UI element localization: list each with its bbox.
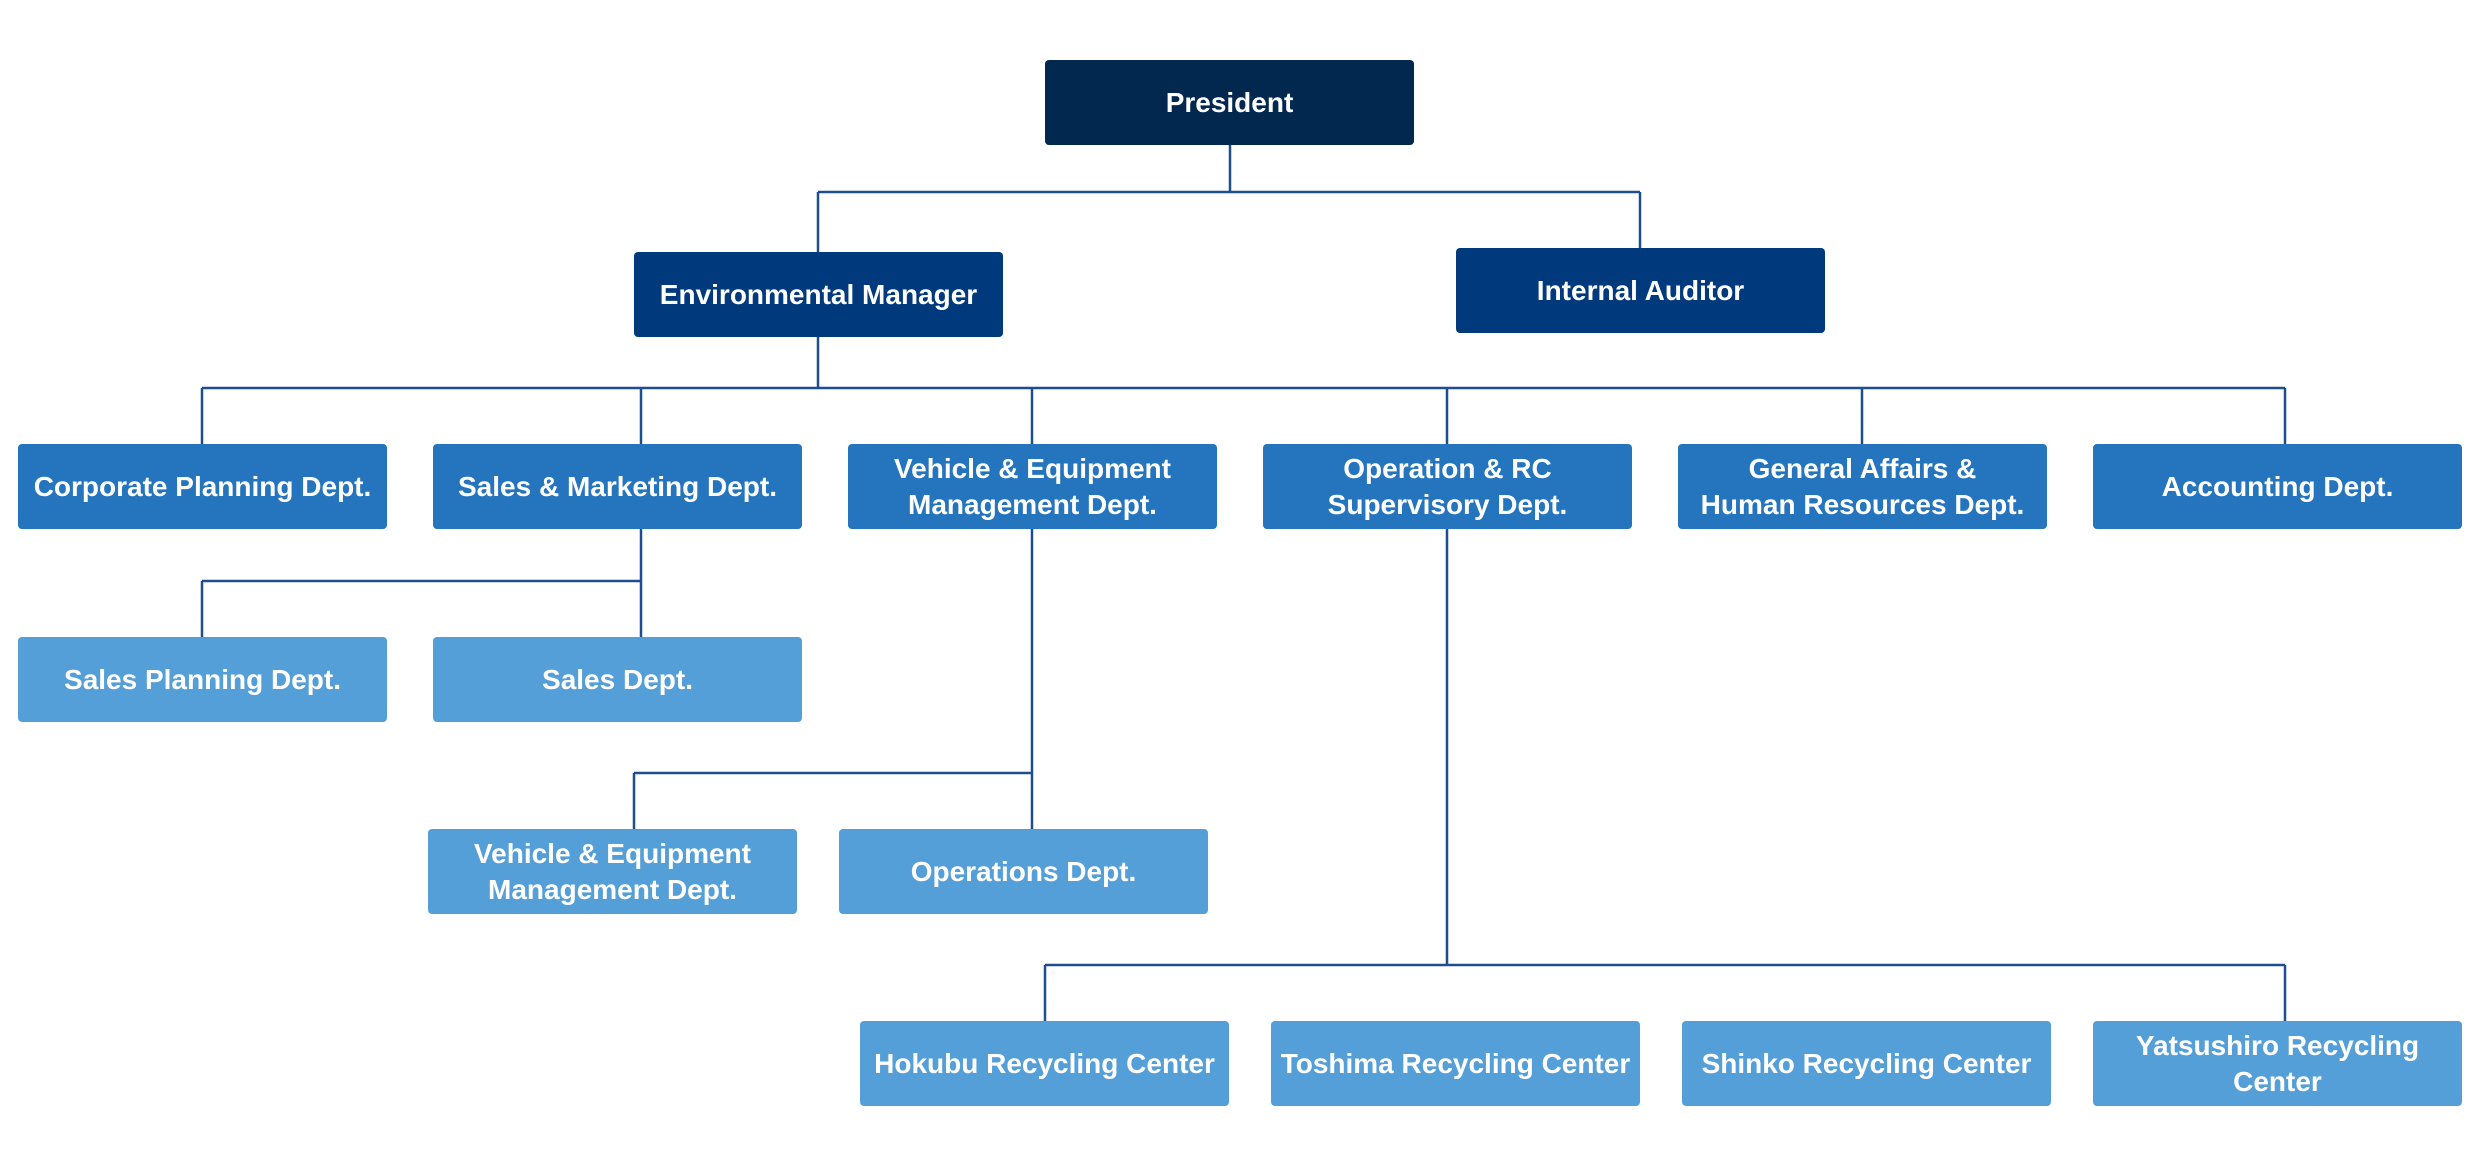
recycling-center-label: Yatsushiro Recycling Center (2135, 1029, 2420, 1097)
department-label: Accounting Dept. (2161, 470, 2394, 502)
recycling-center-label: Hokubu Recycling Center (874, 1047, 1215, 1079)
department-label: General Affairs & Human Resources Dept. (1700, 452, 2025, 520)
sub-unit-box: Operations Dept. (839, 829, 1208, 914)
recycling-center-label: Shinko Recycling Center (1701, 1047, 2032, 1079)
department-box: Vehicle & Equipment Management Dept. (848, 444, 1217, 529)
internal-auditor-label: Internal Auditor (1536, 274, 1745, 306)
sub-unit-label: Operations Dept. (910, 855, 1137, 887)
sub-unit-box: Vehicle & Equipment Management Dept. (428, 829, 797, 914)
recycling-center-label: Toshima Recycling Center (1280, 1047, 1631, 1079)
department-box: Corporate Planning Dept. (18, 444, 387, 529)
recycling-center-box: Toshima Recycling Center (1271, 1021, 1640, 1106)
sub-unit-box: Sales Dept. (433, 637, 802, 722)
recycling-center-box: Hokubu Recycling Center (860, 1021, 1229, 1106)
environmental-manager-box: Environmental Manager (634, 252, 1003, 337)
department-box: Sales & Marketing Dept. (433, 444, 802, 529)
environmental-manager-label: Environmental Manager (659, 278, 978, 310)
recycling-center-box: Shinko Recycling Center (1682, 1021, 2051, 1106)
sub-unit-box: Sales Planning Dept. (18, 637, 387, 722)
sub-unit-label: Vehicle & Equipment Management Dept. (474, 837, 751, 905)
internal-auditor-box: Internal Auditor (1456, 248, 1825, 333)
president-label: President (1165, 86, 1294, 118)
department-box: Accounting Dept. (2093, 444, 2462, 529)
department-label: Vehicle & Equipment Management Dept. (894, 452, 1171, 520)
department-label: Sales & Marketing Dept. (458, 470, 777, 502)
department-label: Operation & RC Supervisory Dept. (1327, 452, 1568, 520)
department-label: Corporate Planning Dept. (33, 470, 372, 502)
sub-unit-label: Sales Dept. (542, 663, 693, 695)
recycling-center-box: Yatsushiro Recycling Center (2093, 1021, 2462, 1106)
department-box: General Affairs & Human Resources Dept. (1678, 444, 2047, 529)
sub-unit-label: Sales Planning Dept. (64, 663, 341, 695)
department-box: Operation & RC Supervisory Dept. (1263, 444, 1632, 529)
president-box: President (1045, 60, 1414, 145)
